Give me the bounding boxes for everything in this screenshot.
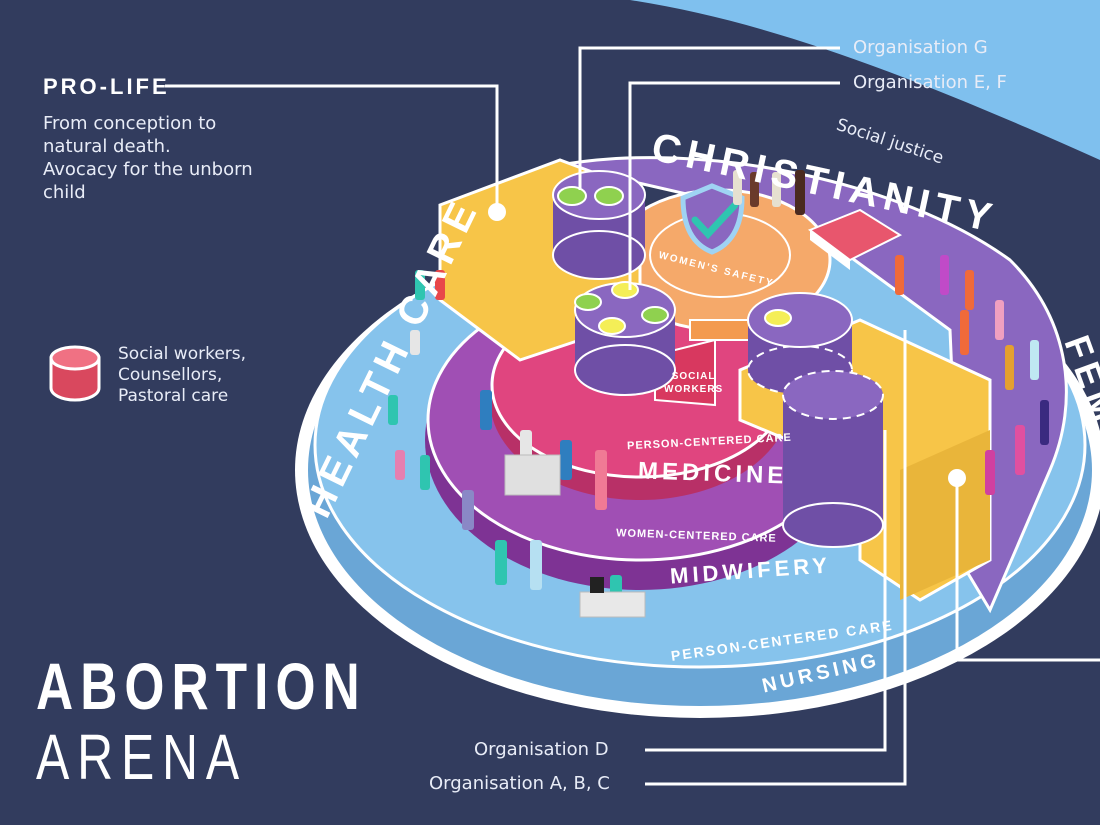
- social-workers-line: WORKERS: [664, 384, 724, 395]
- organisation-d-label: Organisation D: [474, 739, 609, 760]
- social-workers-label: SOCIAL WORKERS: [664, 370, 723, 396]
- cylinder-icon: [49, 345, 101, 402]
- bible-icon: [807, 208, 903, 270]
- sky-shape: [630, 0, 1100, 160]
- legend-line: Pastoral care: [118, 386, 229, 406]
- legend-text: Social workers, Counsellors, Pastoral ca…: [118, 344, 246, 407]
- title-line-2: ARENA: [36, 721, 247, 793]
- prolife-line: Avocacy for the unborn: [43, 159, 253, 180]
- organisation-g-label: Organisation G: [853, 37, 988, 58]
- social-workers-line: SOCIAL: [671, 371, 716, 382]
- christianity-feminism-band: [559, 156, 1068, 614]
- nursing-desk: [579, 591, 646, 618]
- connector-lines: [165, 46, 1100, 786]
- organisation-abc-label: Organisation A, B, C: [429, 773, 610, 794]
- prolife-line: From conception to: [43, 113, 217, 134]
- cylinder-center-left: [574, 281, 676, 396]
- prolife-connector-dot: [488, 203, 506, 221]
- legend-line: Social workers,: [118, 344, 247, 364]
- prolife-heading: PRO-LIFE: [43, 74, 170, 99]
- medicine-desk: [504, 454, 561, 496]
- cylinder-front-right: [782, 370, 884, 548]
- title-line-1: ABORTION: [36, 649, 367, 723]
- prolife-line: natural death.: [43, 136, 171, 157]
- legend-line: Counsellors,: [118, 365, 223, 385]
- shield-check-icon: [680, 183, 745, 255]
- prolife-description: From conception to natural death. Avocac…: [43, 112, 253, 204]
- cylinder-top-left: [552, 170, 646, 280]
- people-figures: [388, 170, 1049, 605]
- prolife-line: child: [43, 182, 86, 203]
- medicine-label: MEDICINE: [637, 457, 788, 490]
- feminism-connector-dot: [948, 469, 966, 487]
- organisation-ef-label: Organisation E, F: [853, 72, 1007, 93]
